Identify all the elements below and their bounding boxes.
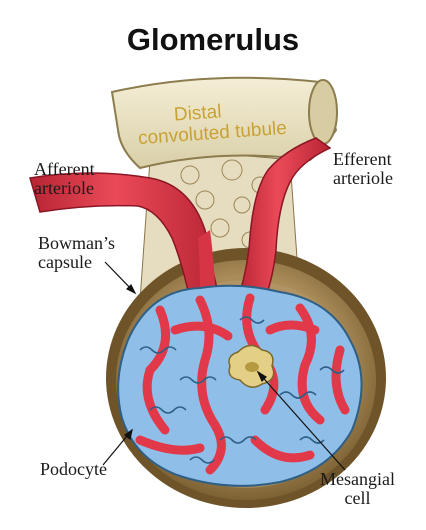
efferent-line2: arteriole	[333, 168, 393, 188]
afferent-line1: Afferent	[34, 159, 95, 179]
afferent-arteriole-label: Afferent arteriole	[34, 160, 95, 198]
podocyte-label: Podocyte	[40, 459, 107, 479]
diagram-title: Glomerulus	[126, 22, 300, 57]
leader-lines	[102, 261, 346, 471]
bowman-line2: capsule	[38, 252, 92, 272]
afferent-line2: arteriole	[34, 178, 94, 198]
efferent-arteriole-label: Efferent arteriole	[333, 150, 393, 188]
distal-convoluted-tubule	[110, 76, 338, 170]
efferent-line1: Efferent	[333, 149, 392, 169]
mesangial-line2: cell	[344, 488, 371, 508]
mesangial-line1: Mesangial	[320, 469, 395, 489]
bowmans-capsule-label: Bowman’s capsule	[38, 234, 115, 272]
capillary-tuft	[117, 284, 363, 487]
bowman-line1: Bowman’s	[38, 233, 116, 253]
mesangial-cell-label: Mesangial cell	[320, 470, 395, 508]
